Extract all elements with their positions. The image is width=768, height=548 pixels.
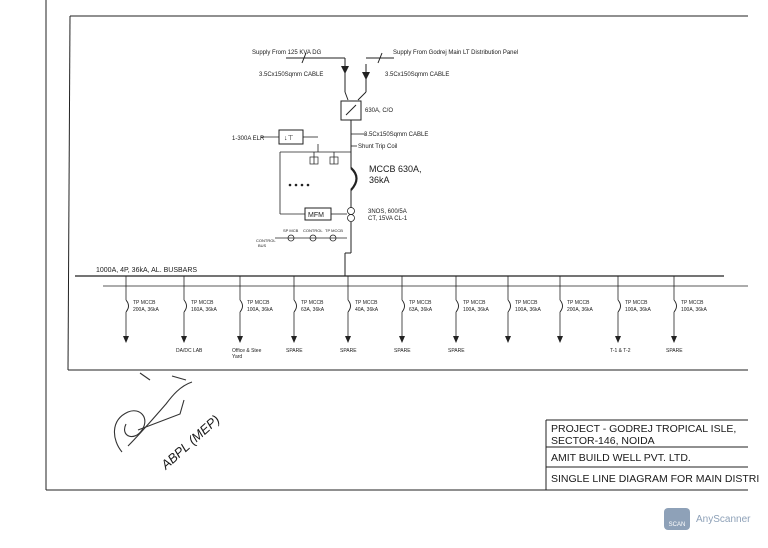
aux-label-1: SP MCB xyxy=(283,228,299,233)
feeder-device-label: TP MCCB xyxy=(463,300,486,306)
feeder-arrow xyxy=(237,336,243,343)
elr-symbol: ↓⊤ xyxy=(284,135,294,142)
aux-label-4: CONTROL xyxy=(256,238,276,243)
indicator-lamps xyxy=(288,183,310,187)
feeder-load-label: SPARE xyxy=(666,348,683,354)
feeder-load-label: DA/DC LAB xyxy=(176,348,203,354)
feeder-rating-label: 63A, 36kA xyxy=(301,307,325,313)
scanner-logo-icon: SCAN xyxy=(664,508,690,530)
feeder-rating-label: 100A, 36kA xyxy=(681,307,708,313)
feeder-device-label: TP MCCB xyxy=(133,300,156,306)
feeder-arrow xyxy=(181,336,187,343)
feeder-rating-label: 40A, 36kA xyxy=(355,307,379,313)
feeder-mccb-symbol xyxy=(183,299,187,313)
title-block xyxy=(46,419,748,491)
signature-text: ABPL (MEP) xyxy=(157,412,222,473)
mfm-label: MFM xyxy=(308,212,324,219)
aux-label-2: CONTROL xyxy=(303,228,323,233)
feeder-mccb-symbol xyxy=(455,299,459,313)
elr-label: 1-300A ELR xyxy=(232,136,265,142)
feeder-mccb-symbol xyxy=(401,299,405,313)
feeder-arrow xyxy=(615,336,621,343)
feeder-rating-label: 63A, 36kA xyxy=(409,307,433,313)
feeder-mccb-symbol xyxy=(239,299,243,313)
feeder-device-label: TP MCCB xyxy=(355,300,378,306)
main-mccb-symbol xyxy=(350,167,358,191)
feeder-device-label: TP MCCB xyxy=(681,300,704,306)
ct-label-2: CT, 15VA CL-1 xyxy=(368,216,408,222)
feeder-rating-label: 200A, 36kA xyxy=(133,307,160,313)
relay-contact-2 xyxy=(329,156,339,165)
main-mccb-label-1: MCCB 630A, xyxy=(369,164,422,174)
drawing-title: SINGLE LINE DIAGRAM FOR MAIN DISTRI xyxy=(551,473,759,485)
feeder-rating-label: 100A, 36kA xyxy=(625,307,652,313)
feeder-mccb-symbol xyxy=(347,299,351,313)
ct-coil-1 xyxy=(347,207,355,215)
feeder-rating-label: 160A, 36kA xyxy=(191,307,218,313)
signature xyxy=(113,372,193,453)
feeder-load-label: Yard xyxy=(232,354,242,360)
feeder-rating-label: 100A, 36kA xyxy=(247,307,274,313)
feeder-arrow xyxy=(123,336,129,343)
ct-label-1: 3NOS, 600/5A xyxy=(368,209,407,215)
protection-wiring xyxy=(279,144,351,215)
feeder-mccb-symbol xyxy=(617,299,621,313)
feeder-mccb-symbol xyxy=(293,299,297,313)
feeder-arrow xyxy=(671,336,677,343)
scanner-watermark: SCAN AnyScanner xyxy=(664,508,750,530)
feeder-arrow xyxy=(291,336,297,343)
feeder-load-label: Office & Stee xyxy=(232,348,262,354)
feeder-load-label: SPARE xyxy=(340,348,357,354)
feeder-arrow xyxy=(505,336,511,343)
feeder-mccb-symbol xyxy=(125,299,129,313)
feeder-rating-label: 200A, 36kA xyxy=(567,307,594,313)
sheet-border xyxy=(45,0,748,490)
feeder-device-label: TP MCCB xyxy=(625,300,648,306)
feeder-arrow xyxy=(557,336,563,343)
feeder-device-label: TP MCCB xyxy=(301,300,324,306)
feeder-arrow xyxy=(345,336,351,343)
feeder-arrow xyxy=(399,336,405,343)
main-mccb-label-2: 36kA xyxy=(369,175,390,185)
dg-supply-arrow xyxy=(341,66,349,74)
feeder-device-label: TP MCCB xyxy=(247,300,270,306)
feeder-rating-label: 100A, 36kA xyxy=(463,307,490,313)
cable-dg-label: 3.5Cx150Sqmm CABLE xyxy=(259,72,323,78)
relay-contact-1 xyxy=(309,156,319,165)
cable-mid-label: 3.5Cx150Sqmm CABLE xyxy=(364,132,428,138)
shunt-trip-label: Shunt Trip Coil xyxy=(358,144,397,150)
busbar-label: 1000A, 4P, 36kA, AL. BUSBARS xyxy=(96,267,197,274)
supply-dg-label: Supply From 125 KVA DG xyxy=(252,50,322,56)
aux-label-5: BUS xyxy=(258,243,267,248)
company-name: AMIT BUILD WELL PVT. LTD. xyxy=(551,452,691,464)
feeder-load-label: SPARE xyxy=(394,348,411,354)
changeover-label: 630A, C/O xyxy=(365,108,393,114)
feeder-device-label: TP MCCB xyxy=(191,300,214,306)
feeder-device-label: TP MCCB xyxy=(409,300,432,306)
scanner-text: AnyScanner xyxy=(696,513,751,525)
aux-label-3: TP MCCB xyxy=(325,228,343,233)
feeder-mccb-symbol xyxy=(559,299,563,313)
feeder-mccb-symbol xyxy=(673,299,677,313)
feeder-device-label: TP MCCB xyxy=(515,300,538,306)
feeder-load-label: SPARE xyxy=(448,348,465,354)
feeder-rating-label: 100A, 36kA xyxy=(515,307,542,313)
feeder-mccb-symbol xyxy=(507,299,511,313)
project-line-1: PROJECT - GODREJ TROPICAL ISLE, xyxy=(551,423,736,435)
feeder-load-label: SPARE xyxy=(286,348,303,354)
project-line-2: SECTOR-146, NOIDA xyxy=(551,435,655,447)
feeder-arrow xyxy=(453,336,459,343)
feeder-load-label: T-1 & T-2 xyxy=(610,348,631,354)
control-bus-branch xyxy=(275,234,347,242)
supply-main-label: Supply From Godrej Main LT Distribution … xyxy=(393,50,518,56)
main-spine xyxy=(344,120,352,276)
ct-coil-2 xyxy=(347,214,355,222)
changeover-contact xyxy=(345,104,357,116)
main-supply-arrow xyxy=(362,72,370,80)
feeder-device-label: TP MCCB xyxy=(567,300,590,306)
cable-main-label: 3.5Cx150Sqmm CABLE xyxy=(385,72,449,78)
